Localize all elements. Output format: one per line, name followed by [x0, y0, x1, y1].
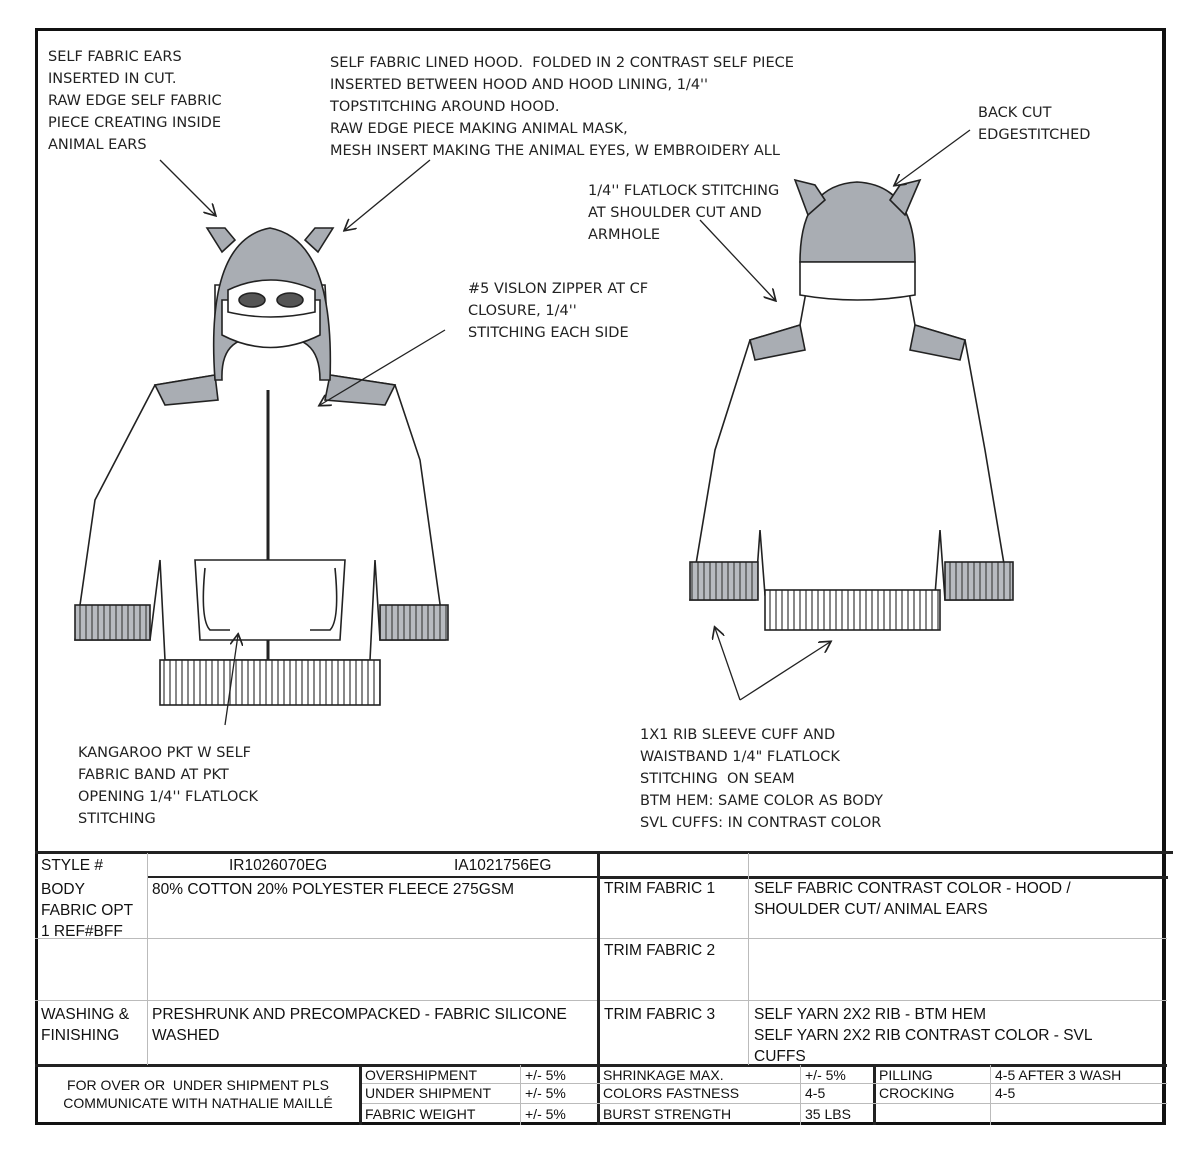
trim-fabric-1-label: TRIM FABRIC 1: [604, 880, 716, 897]
tolerance-label: UNDER SHIPMENT: [365, 1085, 492, 1101]
test-value: 4-5: [805, 1085, 826, 1101]
annotation-flatlock: 1/4'' FLATLOCK STITCHING AT SHOULDER CUT…: [588, 183, 780, 243]
tolerance-value: +/- 5%: [525, 1067, 566, 1083]
test-label: SHRINKAGE MAX.: [603, 1067, 724, 1083]
sketch-area: [74, 129, 1014, 726]
style-number-1: IR1026070EG: [229, 857, 328, 874]
back-hoodie-sketch: [689, 178, 1014, 631]
body-fabric-value: 80% COTTON 20% POLYESTER FLEECE 275GSM: [152, 881, 515, 898]
annotation-ears: SELF FABRIC EARS INSERTED IN CUT. RAW ED…: [48, 49, 222, 153]
test-value: 4-5: [995, 1085, 1016, 1101]
annotation-hood: SELF FABRIC LINED HOOD. FOLDED IN 2 CONT…: [330, 55, 794, 159]
callout-arrows: [159, 129, 971, 726]
washing-label: WASHING & FINISHING: [41, 1006, 130, 1044]
body-fabric-label: BODY FABRIC OPT 1 REF#BFF: [41, 881, 134, 940]
annotation-zipper: #5 VISLON ZIPPER AT CF CLOSURE, 1/4'' ST…: [468, 281, 649, 341]
test-value: 4-5 AFTER 3 WASH: [995, 1067, 1122, 1083]
test-value: 35 LBS: [805, 1106, 851, 1122]
tolerance-value: +/- 5%: [525, 1106, 566, 1122]
tolerance-value: +/- 5%: [525, 1085, 566, 1101]
trim-fabric-3-value: SELF YARN 2X2 RIB - BTM HEM SELF YARN 2X…: [754, 1006, 1093, 1065]
test-value: +/- 5%: [805, 1067, 846, 1083]
tolerance-label: OVERSHIPMENT: [365, 1067, 478, 1083]
test-label: COLORS FASTNESS: [603, 1085, 740, 1101]
test-label: BURST STRENGTH: [603, 1106, 732, 1122]
tolerance-label: FABRIC WEIGHT: [365, 1106, 476, 1122]
annotation-pocket: KANGAROO PKT W SELF FABRIC BAND AT PKT O…: [78, 745, 259, 827]
shipment-note: FOR OVER OR UNDER SHIPMENT PLS COMMUNICA…: [63, 1077, 333, 1111]
trim-fabric-2-label: TRIM FABRIC 2: [604, 942, 716, 959]
front-hoodie-sketch: [74, 227, 449, 706]
test-label: PILLING: [879, 1067, 933, 1083]
annotation-back-cut: BACK CUT EDGESTITCHED: [978, 105, 1091, 143]
page-frame: [35, 28, 1166, 1125]
style-number-2: IA1021756EG: [454, 857, 552, 874]
style-label: STYLE #: [41, 857, 104, 874]
trim-fabric-3-label: TRIM FABRIC 3: [604, 1006, 716, 1023]
annotation-rib: 1X1 RIB SLEEVE CUFF AND WAISTBAND 1/4" F…: [640, 727, 883, 831]
test-label: CROCKING: [879, 1085, 955, 1101]
trim-fabric-1-value: SELF FABRIC CONTRAST COLOR - HOOD / SHOU…: [754, 880, 1071, 918]
washing-value: PRESHRUNK AND PRECOMPACKED - FABRIC SILI…: [152, 1006, 567, 1044]
